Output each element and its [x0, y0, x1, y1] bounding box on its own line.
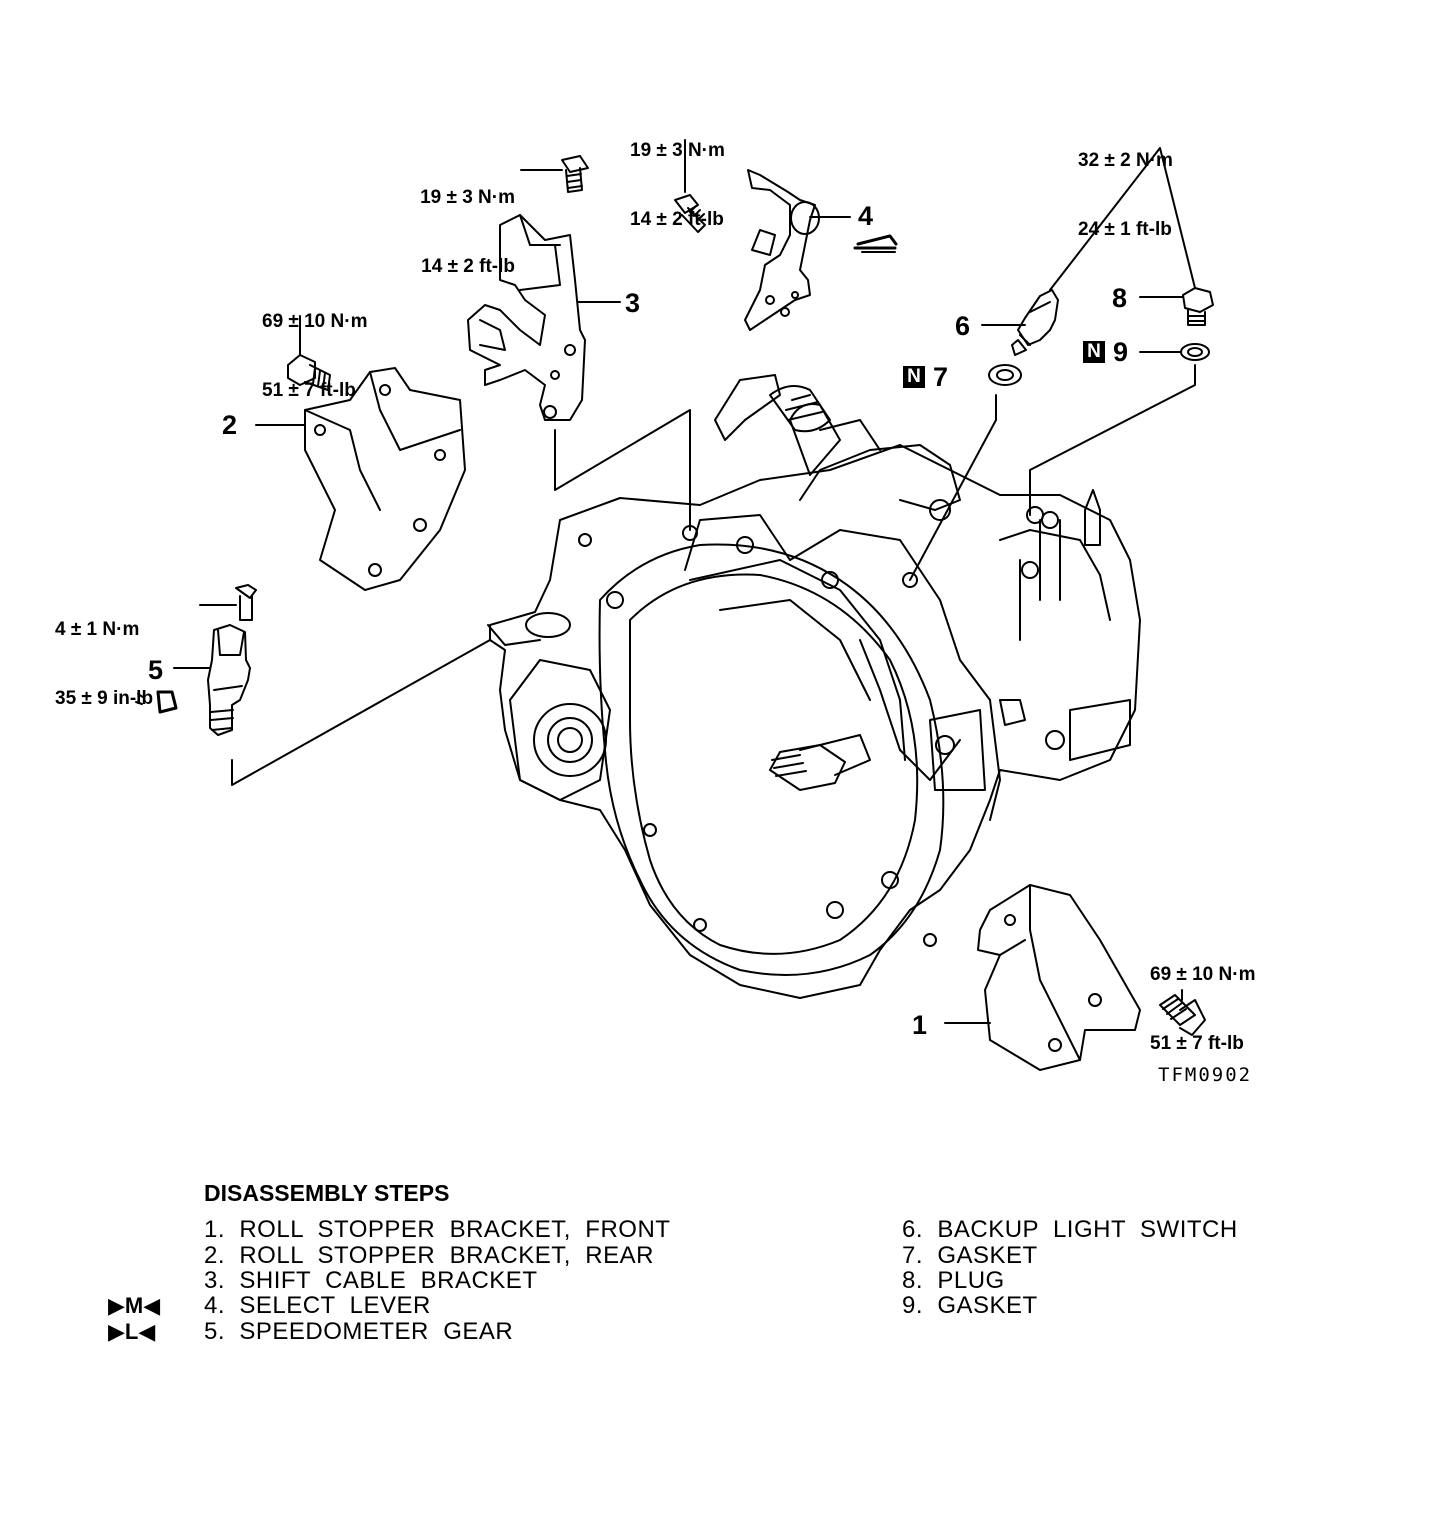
service-mark-l: ▶L◀ — [108, 1319, 156, 1344]
torque-ft: 14 ± 2 ft-lb — [421, 256, 515, 277]
plug — [1182, 287, 1214, 326]
step-5: 5. SPEEDOMETER GEAR — [204, 1318, 514, 1345]
service-mark-m: ▶M◀ — [108, 1293, 161, 1318]
torque-nm: 19 ± 3 N·m — [630, 140, 725, 161]
torque-spec-speedometer-bolt: 4 ± 1 N·m 35 ± 9 in-lb — [55, 572, 200, 733]
torque-ft: 24 ± 1 ft-lb — [1078, 219, 1172, 240]
oil-icon — [135, 690, 178, 714]
gasket-9 — [1180, 343, 1210, 361]
speedometer-gear — [207, 624, 251, 736]
torque-spec-front-bracket-bolt: 69 ± 10 N·m 51 ± 7 ft-lb — [1150, 917, 1300, 1078]
callout-7: 7 — [933, 362, 949, 392]
step-1: 1. ROLL STOPPER BRACKET, FRONT — [204, 1216, 671, 1243]
callout-8: 8 — [1112, 283, 1128, 313]
transaxle-case — [487, 374, 1141, 999]
torque-ft: 51 ± 7 ft-lb — [262, 380, 356, 401]
torque-nm: 69 ± 10 N·m — [262, 311, 368, 332]
callout-9: 9 — [1113, 337, 1129, 367]
torque-nm: 4 ± 1 N·m — [55, 619, 140, 640]
step-6: 6. BACKUP LIGHT SWITCH — [902, 1216, 1238, 1243]
new-part-badge: N — [1083, 341, 1105, 363]
torque-nm: 32 ± 2 N·m — [1078, 150, 1173, 171]
backup-light-switch — [1011, 289, 1059, 356]
torque-spec-switch-and-plug: 32 ± 2 N·m 24 ± 1 ft-lb — [1078, 103, 1218, 264]
bolt-speedometer — [235, 584, 257, 621]
grease-icon — [853, 234, 898, 253]
callout-6: 6 — [955, 311, 971, 341]
callout-3: 3 — [625, 288, 641, 318]
torque-nm: 19 ± 3 N·m — [420, 187, 515, 208]
bolt-shift-cable-bracket — [561, 155, 589, 193]
torque-ft: 14 ± 2 ft-lb — [630, 209, 724, 230]
shift-cable-bracket — [467, 214, 586, 421]
torque-spec-shift-cable-bracket-bolt: 19 ± 3 N·m 14 ± 2 ft-lb — [380, 140, 515, 301]
roll-stopper-bracket-front — [977, 884, 1141, 1071]
step-4: 4. SELECT LEVER — [204, 1292, 431, 1319]
torque-ft: 35 ± 9 in-lb — [55, 688, 154, 709]
torque-ft: 51 ± 7 ft-lb — [1150, 1033, 1244, 1054]
disassembly-steps-title: DISASSEMBLY STEPS — [204, 1180, 450, 1206]
step-7: 7. GASKET — [902, 1242, 1038, 1269]
leader-lines — [173, 139, 1196, 1024]
step-8: 8. PLUG — [902, 1267, 1005, 1294]
figure-id: TFM0902 — [1158, 1064, 1253, 1086]
exploded-view-drawing — [135, 139, 1214, 1071]
step-3: 3. SHIFT CABLE BRACKET — [204, 1267, 538, 1294]
callout-2: 2 — [222, 410, 238, 440]
callout-1: 1 — [912, 1010, 928, 1040]
callout-4: 4 — [858, 201, 874, 231]
callout-5: 5 — [148, 655, 164, 685]
new-part-badge: N — [903, 366, 925, 388]
torque-spec-rear-bracket-bolt: 69 ± 10 N·m 51 ± 7 ft-lb — [262, 264, 412, 425]
bolt-select-lever — [674, 194, 706, 233]
roll-stopper-bracket-rear — [304, 367, 466, 591]
torque-spec-select-lever-bolt: 19 ± 3 N·m 14 ± 2 ft-lb — [630, 93, 770, 254]
gasket-7 — [988, 364, 1022, 386]
bolt-roll-stopper-front — [1159, 994, 1206, 1036]
torque-nm: 69 ± 10 N·m — [1150, 964, 1256, 985]
step-2: 2. ROLL STOPPER BRACKET, REAR — [204, 1242, 654, 1269]
step-9: 9. GASKET — [902, 1292, 1038, 1319]
